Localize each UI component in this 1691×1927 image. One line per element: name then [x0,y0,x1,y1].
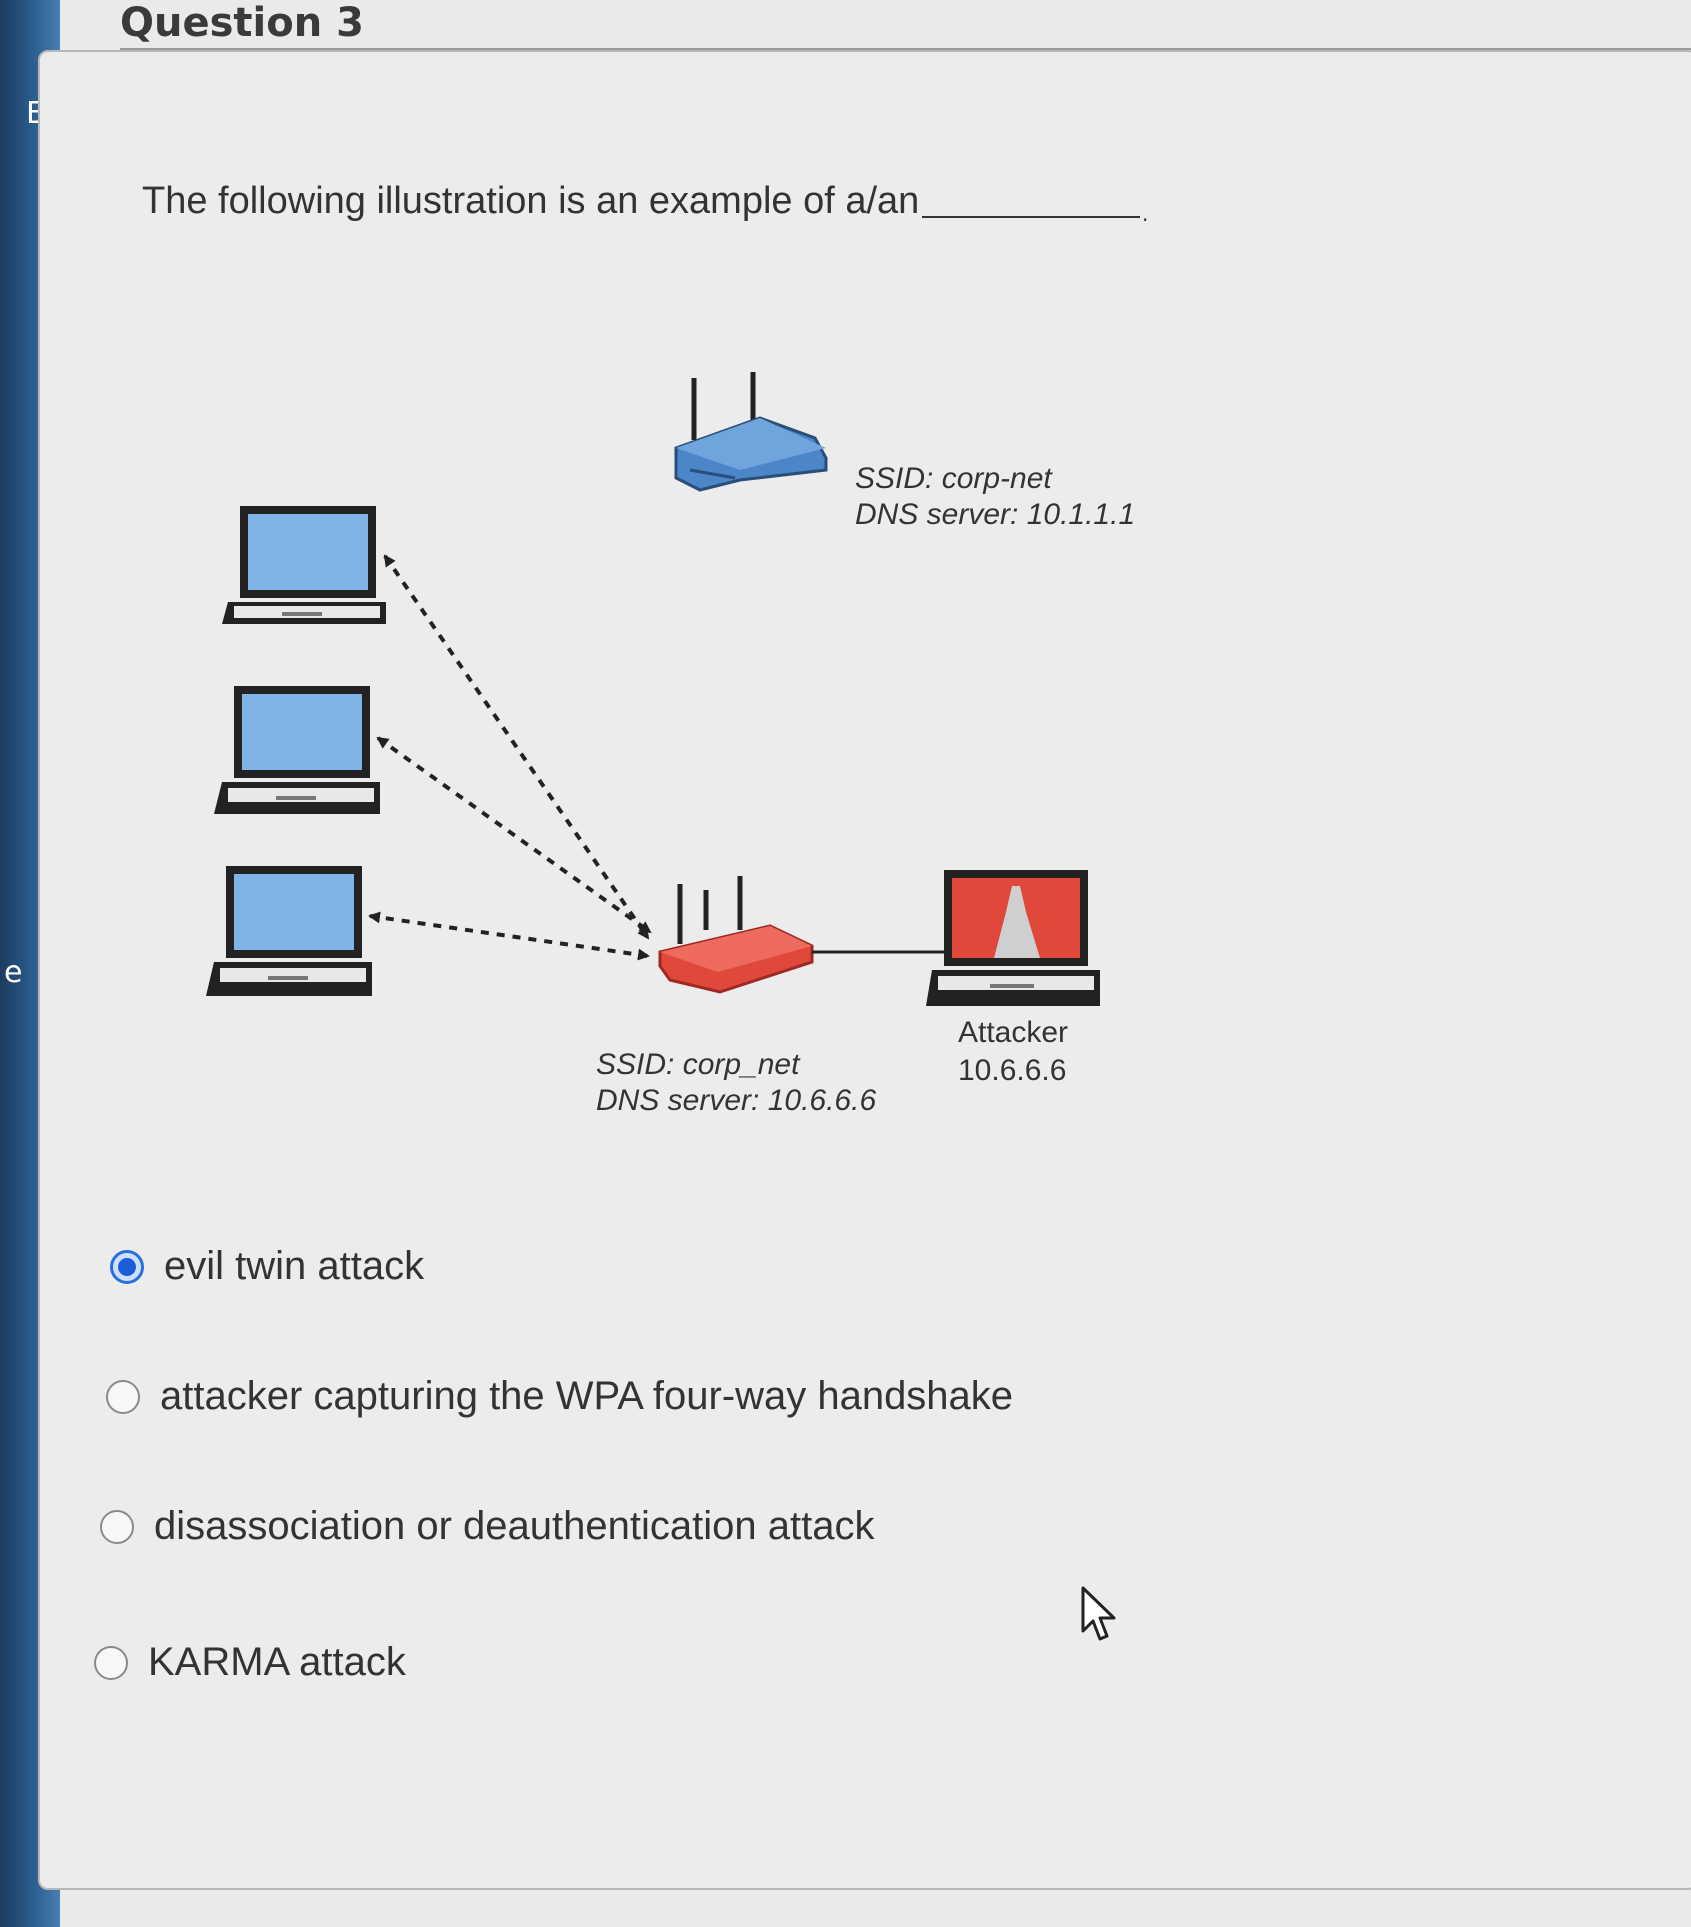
laptop-icon [206,866,372,996]
answer-option-wpa-handshake[interactable]: attacker capturing the WPA four-way hand… [106,1374,1013,1419]
association-arrow [368,911,650,961]
mouse-cursor-icon [1081,1586,1116,1641]
association-arrow [383,554,650,940]
radio-button[interactable] [100,1509,134,1544]
question-title: Question 3 [120,0,364,46]
answer-option-evil-twin[interactable]: evil twin attack [110,1244,424,1289]
rogue-ap-dns: DNS server: 10.6.6.6 [596,1084,876,1117]
prompt-period: . [1142,202,1149,226]
rogue-ap-ssid: SSID: corp_net [596,1048,801,1081]
answer-option-label: attacker capturing the WPA four-way hand… [160,1374,1014,1418]
legit-ap-dns: DNS server: 10.1.1.1 [855,498,1135,531]
legit-ap-ssid: SSID: corp-net [855,462,1053,495]
radio-button[interactable] [106,1379,140,1414]
radio-button-selected[interactable] [110,1249,144,1284]
left-strip-text-bottom: e [4,955,23,990]
question-prompt: The following illustration is an example… [142,180,920,222]
answer-option-deauthentication[interactable]: disassociation or deauthentication attac… [100,1504,874,1549]
answer-option-label: disassociation or deauthentication attac… [154,1504,875,1548]
answer-option-label: evil twin attack [164,1244,425,1288]
association-arrow [376,736,652,934]
answer-option-karma[interactable]: KARMA attack [94,1640,406,1685]
title-divider [120,48,1691,50]
laptop-icon [214,686,380,814]
answer-option-label: KARMA attack [148,1640,406,1684]
laptop-icon [222,506,386,624]
wireless-router-icon [658,876,814,994]
attacker-ip: 10.6.6.6 [958,1054,1066,1087]
wireless-router-icon [674,372,828,492]
radio-selected-dot [118,1257,136,1276]
answer-blank [922,216,1140,218]
radio-button[interactable] [94,1645,128,1680]
attacker-label: Attacker [958,1016,1068,1049]
laptop-icon [926,870,1100,1006]
